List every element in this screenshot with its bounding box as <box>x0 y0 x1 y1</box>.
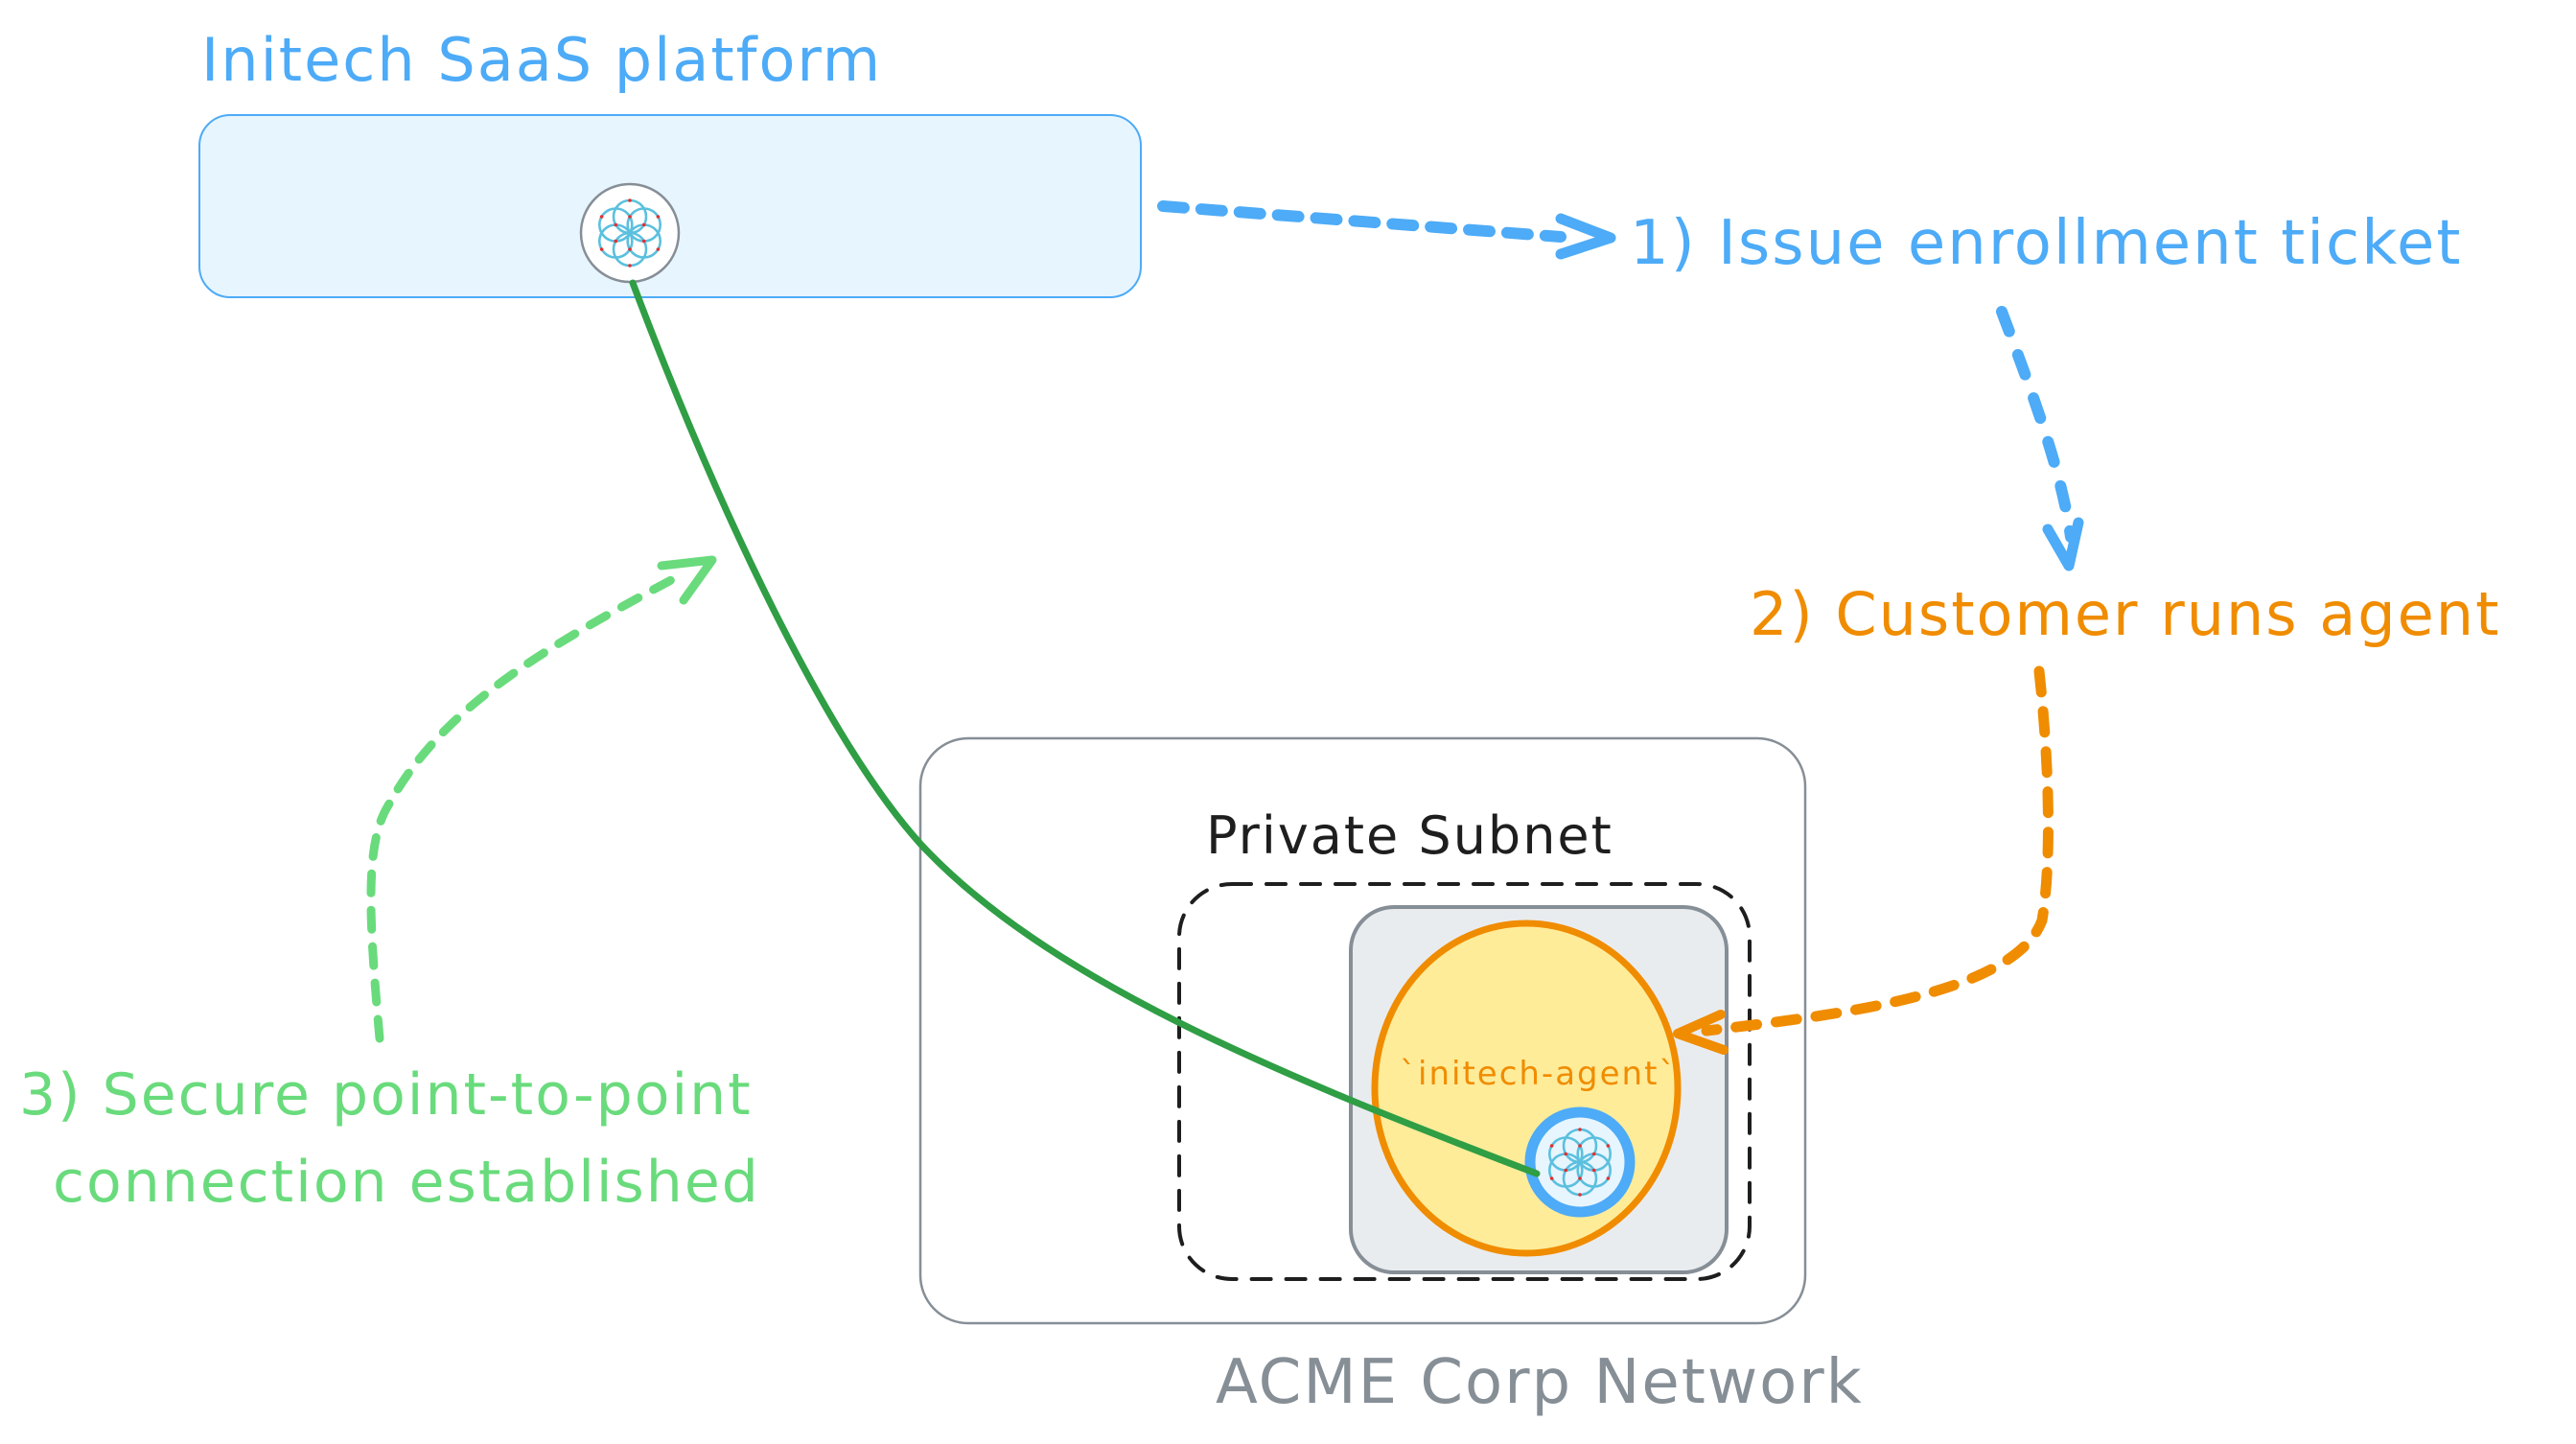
secure-connection-line <box>629 279 1541 1177</box>
agent-logo-node[interactable] <box>1524 1106 1636 1218</box>
arrowhead-agent-icon <box>1673 1010 1729 1055</box>
step1-label: 1) Issue enrollment ticket <box>1630 208 2463 279</box>
arrowhead-step2-icon <box>2042 517 2084 571</box>
arrowhead-connection-icon <box>657 555 717 605</box>
saas-platform-label: Initech SaaS platform <box>201 25 883 95</box>
saas-logo-node[interactable] <box>579 182 681 284</box>
arrowhead-step1-icon <box>1555 213 1616 260</box>
arrow-step2-to-agent <box>1701 665 2054 1036</box>
step2-label: 2) Customer runs agent <box>1750 579 2501 649</box>
private-subnet-box[interactable] <box>1177 882 1752 1281</box>
acme-network-box[interactable] <box>918 736 1807 1325</box>
step3-label-line1: 3) Secure point-to-point <box>19 1061 753 1129</box>
private-subnet-label: Private Subnet <box>1206 805 1613 866</box>
agent-label: `initech-agent` <box>1400 1055 1678 1093</box>
arrow-step1-to-step2 <box>1996 306 2077 543</box>
step3-label-line2: connection established <box>53 1149 760 1216</box>
acme-network-label: ACME Corp Network <box>1216 1347 1864 1418</box>
arrow-step3-to-connection <box>366 575 676 1043</box>
arrow-platform-to-step1 <box>1157 200 1566 243</box>
